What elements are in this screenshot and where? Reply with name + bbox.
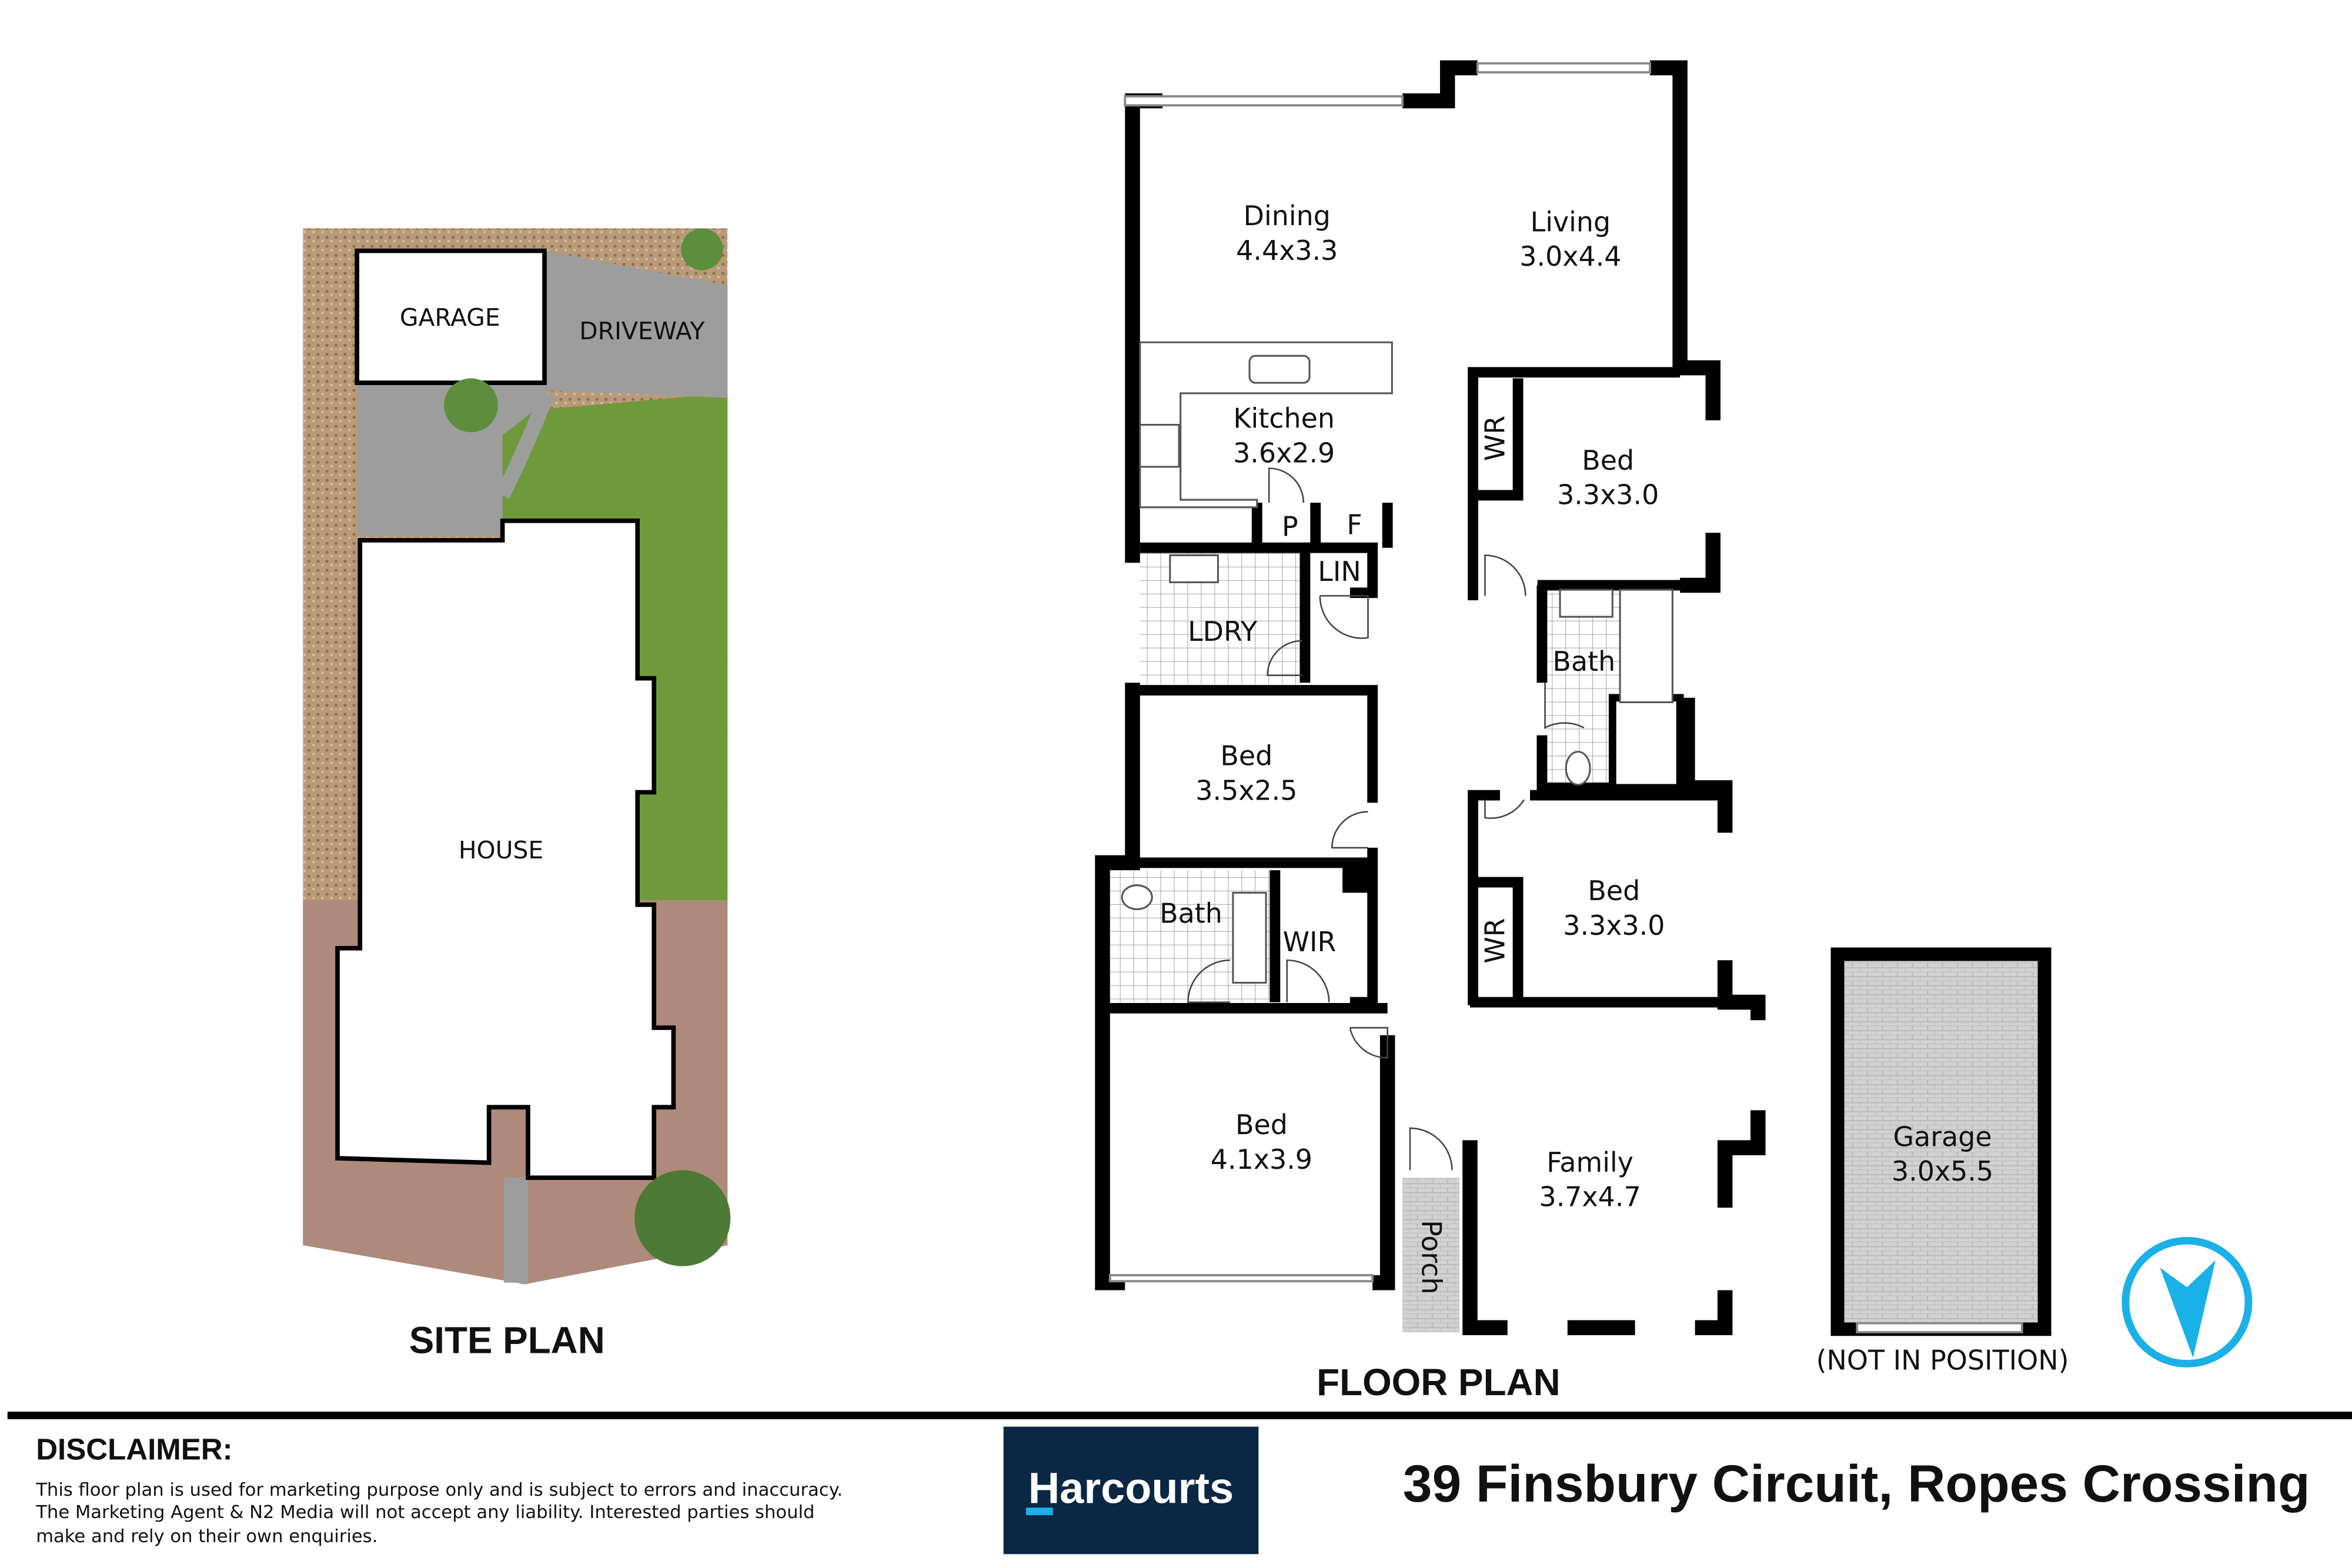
harcourts-logo: Harcourts xyxy=(1003,1426,1259,1554)
disclaimer-line: This floor plan is used for marketing pu… xyxy=(35,1480,843,1500)
garage-outline xyxy=(1830,947,2052,1336)
window xyxy=(1476,62,1652,73)
room-label-laundry: LDRY xyxy=(1188,616,1258,647)
room-size-family: 3.7x4.7 xyxy=(1539,1181,1641,1213)
room-label-pantry: P xyxy=(1282,510,1298,542)
room-label-wr1: WR xyxy=(1479,416,1511,461)
room-size-bed1: 3.3x3.0 xyxy=(1557,479,1659,511)
site-plan: GARAGE DRIVEWAY HOUSE SITE PLAN xyxy=(303,228,731,1362)
room-label-bed1: Bed xyxy=(1582,444,1634,476)
shower-icon xyxy=(1619,589,1673,703)
site-plan-title: SITE PLAN xyxy=(409,1319,605,1362)
room-label-living: Living xyxy=(1531,206,1611,238)
floor-plan-title: FLOOR PLAN xyxy=(1317,1361,1560,1403)
room-label-dining: Dining xyxy=(1244,200,1331,232)
porch-paving xyxy=(1402,1178,1460,1332)
room-label-bed4: Bed xyxy=(1235,1109,1288,1141)
cooktop-icon xyxy=(1139,424,1180,468)
room-label-porch: Porch xyxy=(1415,1220,1447,1294)
laundry-tub-icon xyxy=(1169,554,1219,583)
footer-divider xyxy=(7,1412,2352,1419)
room-label-kitchen: Kitchen xyxy=(1233,403,1335,434)
room-size-bed3: 3.3x3.0 xyxy=(1563,910,1665,941)
room-size-bed2: 3.5x2.5 xyxy=(1195,774,1297,806)
room-size-kitchen: 3.6x2.9 xyxy=(1233,437,1335,469)
side-path xyxy=(504,1178,528,1283)
room-label-bath2: Bath xyxy=(1160,897,1222,929)
north-compass-icon xyxy=(2122,1236,2253,1368)
kitchen-bench xyxy=(1139,341,1393,509)
site-label-house: HOUSE xyxy=(459,836,543,864)
site-house xyxy=(335,518,676,1180)
vanity-icon xyxy=(1232,891,1267,984)
site-label-garage: GARAGE xyxy=(400,303,500,332)
room-label-bath1: Bath xyxy=(1553,646,1616,677)
toilet-icon xyxy=(1565,751,1591,786)
room-label-wir: WIR xyxy=(1283,926,1337,958)
laundry-tiles xyxy=(1140,552,1305,684)
disclaimer-line: make and rely on their own enquiries. xyxy=(36,1526,377,1547)
room-label-bed2: Bed xyxy=(1220,740,1272,772)
room-size-bed4: 4.1x3.9 xyxy=(1211,1144,1312,1175)
logo-text: Harcourts xyxy=(1028,1464,1234,1513)
driveway-area xyxy=(544,250,728,398)
room-label-linen: LIN xyxy=(1318,556,1361,587)
floor-plan: Dining 4.4x3.3 Living 3.0x4.4 Kitchen 3.… xyxy=(1095,60,2253,1403)
room-size-dining: 4.4x3.3 xyxy=(1236,235,1338,266)
shrub-icon xyxy=(681,228,723,270)
window xyxy=(1124,95,1404,107)
vanity-icon xyxy=(1559,589,1613,618)
room-label-family: Family xyxy=(1546,1146,1633,1178)
front-path xyxy=(357,383,545,536)
room-size-living: 3.0x4.4 xyxy=(1519,240,1621,272)
room-label-fridge: F xyxy=(1347,509,1362,541)
disclaimer-line: The Marketing Agent & N2 Media will not … xyxy=(35,1502,814,1523)
room-label-garage: Garage xyxy=(1893,1121,1992,1153)
property-address: 39 Finsbury Circuit, Ropes Crossing xyxy=(1403,1454,2310,1513)
tree-icon xyxy=(634,1170,731,1266)
site-label-driveway: DRIVEWAY xyxy=(579,317,704,345)
room-size-garage: 3.0x5.5 xyxy=(1892,1155,1993,1187)
footer: DISCLAIMER: This floor plan is used for … xyxy=(35,1426,2310,1554)
shrub-icon xyxy=(444,378,498,433)
room-label-bed3: Bed xyxy=(1588,875,1640,907)
disclaimer-title: DISCLAIMER: xyxy=(36,1433,232,1466)
sink-icon xyxy=(1248,355,1311,384)
room-label-wr2: WR xyxy=(1479,918,1511,963)
garage-note: (NOT IN POSITION) xyxy=(1816,1345,2069,1376)
site-garage xyxy=(355,248,547,385)
door xyxy=(1268,467,1305,503)
toilet-icon xyxy=(1121,884,1153,911)
